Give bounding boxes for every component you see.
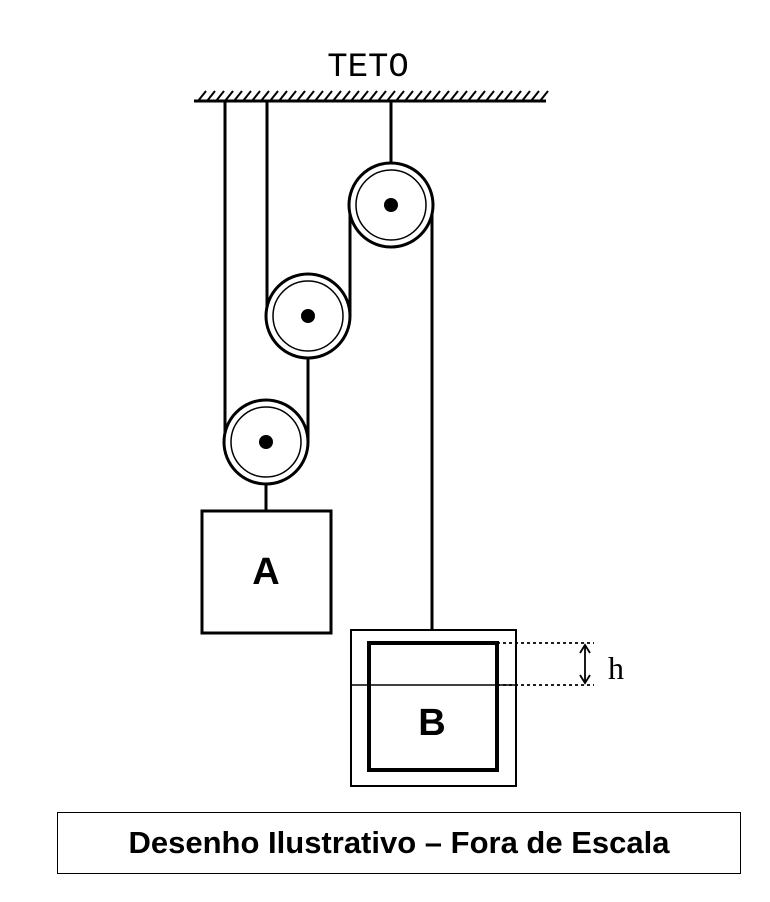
ceiling-hatch-mark — [278, 90, 288, 102]
ceiling-hatch-mark — [476, 90, 486, 102]
ceiling-hatch-mark — [215, 90, 225, 102]
ceiling-hatch-mark — [467, 90, 477, 102]
ceiling-hatch-mark — [395, 90, 405, 102]
ceiling-hatch-mark — [422, 90, 432, 102]
ceiling-hatch-mark — [368, 90, 378, 102]
ceiling-hatch-mark — [206, 90, 216, 102]
lower-pulley — [222, 398, 310, 486]
ceiling-hatch-mark — [413, 90, 423, 102]
ceiling-hatch-mark — [521, 90, 531, 102]
ceiling-hatch-mark — [242, 90, 252, 102]
ceiling-hatching — [197, 90, 549, 102]
lower-pulley-axle — [259, 435, 273, 449]
ceiling-hatch-mark — [323, 90, 333, 102]
ceiling-hatch-mark — [197, 90, 207, 102]
ceiling-hatch-mark — [224, 90, 234, 102]
ceiling-hatch-mark — [404, 90, 414, 102]
ceiling-hatch-mark — [350, 90, 360, 102]
ceiling-hatch-mark — [449, 90, 459, 102]
middle-pulley-axle — [301, 309, 315, 323]
ceiling-hatch-mark — [503, 90, 513, 102]
top-pulley-axle — [384, 198, 398, 212]
ceiling-hatch-mark — [260, 90, 270, 102]
ceiling-hatch-mark — [269, 90, 279, 102]
ceiling-hatch-mark — [296, 90, 306, 102]
ceiling-label: TETO — [327, 49, 409, 87]
ceiling-hatch-mark — [458, 90, 468, 102]
ceiling — [194, 90, 549, 103]
ceiling-hatch-mark — [233, 90, 243, 102]
ceiling-hatch-mark — [530, 90, 540, 102]
ropes — [223, 101, 434, 643]
ceiling-hatch-mark — [431, 90, 441, 102]
ceiling-hatch-mark — [377, 90, 387, 102]
caption-box: Desenho Ilustrativo – Fora de Escala — [57, 812, 741, 874]
ceiling-hatch-mark — [314, 90, 324, 102]
middle-pulley — [264, 272, 352, 360]
ceiling-hatch-mark — [359, 90, 369, 102]
block-b-label: B — [418, 702, 445, 744]
ceiling-hatch-mark — [440, 90, 450, 102]
block-a — [200, 509, 333, 635]
ceiling-hatch-mark — [287, 90, 297, 102]
block-b — [367, 641, 499, 772]
ceiling-hatch-mark — [539, 90, 549, 102]
caption-text: Desenho Ilustrativo – Fora de Escala — [128, 825, 670, 860]
ceiling-hatch-mark — [512, 90, 522, 102]
ceiling-hatch-mark — [251, 90, 261, 102]
block-a-label: A — [252, 551, 279, 593]
ceiling-hatch-mark — [332, 90, 342, 102]
ceiling-hatch-mark — [386, 90, 396, 102]
top-pulley — [347, 161, 435, 249]
ceiling-hatch-mark — [485, 90, 495, 102]
height-indicator — [497, 642, 594, 686]
height-label: h — [608, 650, 624, 686]
ceiling-hatch-mark — [305, 90, 315, 102]
ceiling-hatch-mark — [494, 90, 504, 102]
ceiling-hatch-mark — [341, 90, 351, 102]
